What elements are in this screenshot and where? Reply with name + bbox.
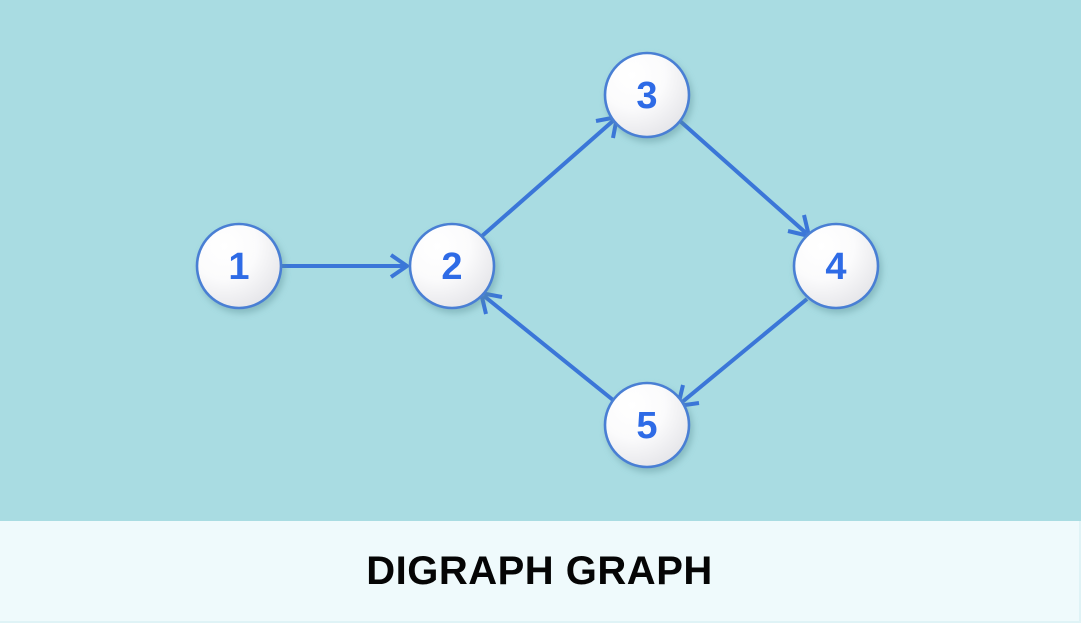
edge-line [482,294,615,402]
node-circle[interactable] [603,381,691,469]
node-label: 3 [636,75,657,117]
graph-node-4[interactable]: 4 [792,222,880,310]
edge-line [678,119,808,235]
edge-3-to-4 [678,119,812,239]
graph-node-2[interactable]: 2 [408,222,496,310]
edge-line [679,297,809,405]
node-label: 5 [636,405,657,447]
node-layer: 1 2 3 4 5 [195,51,880,469]
node-label: 2 [441,246,462,288]
digraph-svg: 1 2 3 4 5 [195,51,880,469]
edge-2-to-3 [480,114,620,238]
node-circle[interactable] [603,51,691,139]
edge-5-to-2 [478,290,615,402]
node-label: 1 [228,246,249,288]
edge-1-to-2 [281,253,411,279]
node-circle[interactable] [792,222,880,310]
page-title: DIGRAPH GRAPH [366,549,713,593]
node-circle[interactable] [408,222,496,310]
graph-node-5[interactable]: 5 [603,381,691,469]
edge-layer [281,114,812,409]
graph-node-1[interactable]: 1 [195,222,283,310]
graph-node-3[interactable]: 3 [603,51,691,139]
edge-4-to-5 [675,297,809,409]
arrowhead-icon [389,253,411,279]
node-circle[interactable] [195,222,283,310]
edge-line [480,118,616,238]
caption-bar: DIGRAPH GRAPH [0,521,1081,623]
node-label: 4 [825,246,846,288]
